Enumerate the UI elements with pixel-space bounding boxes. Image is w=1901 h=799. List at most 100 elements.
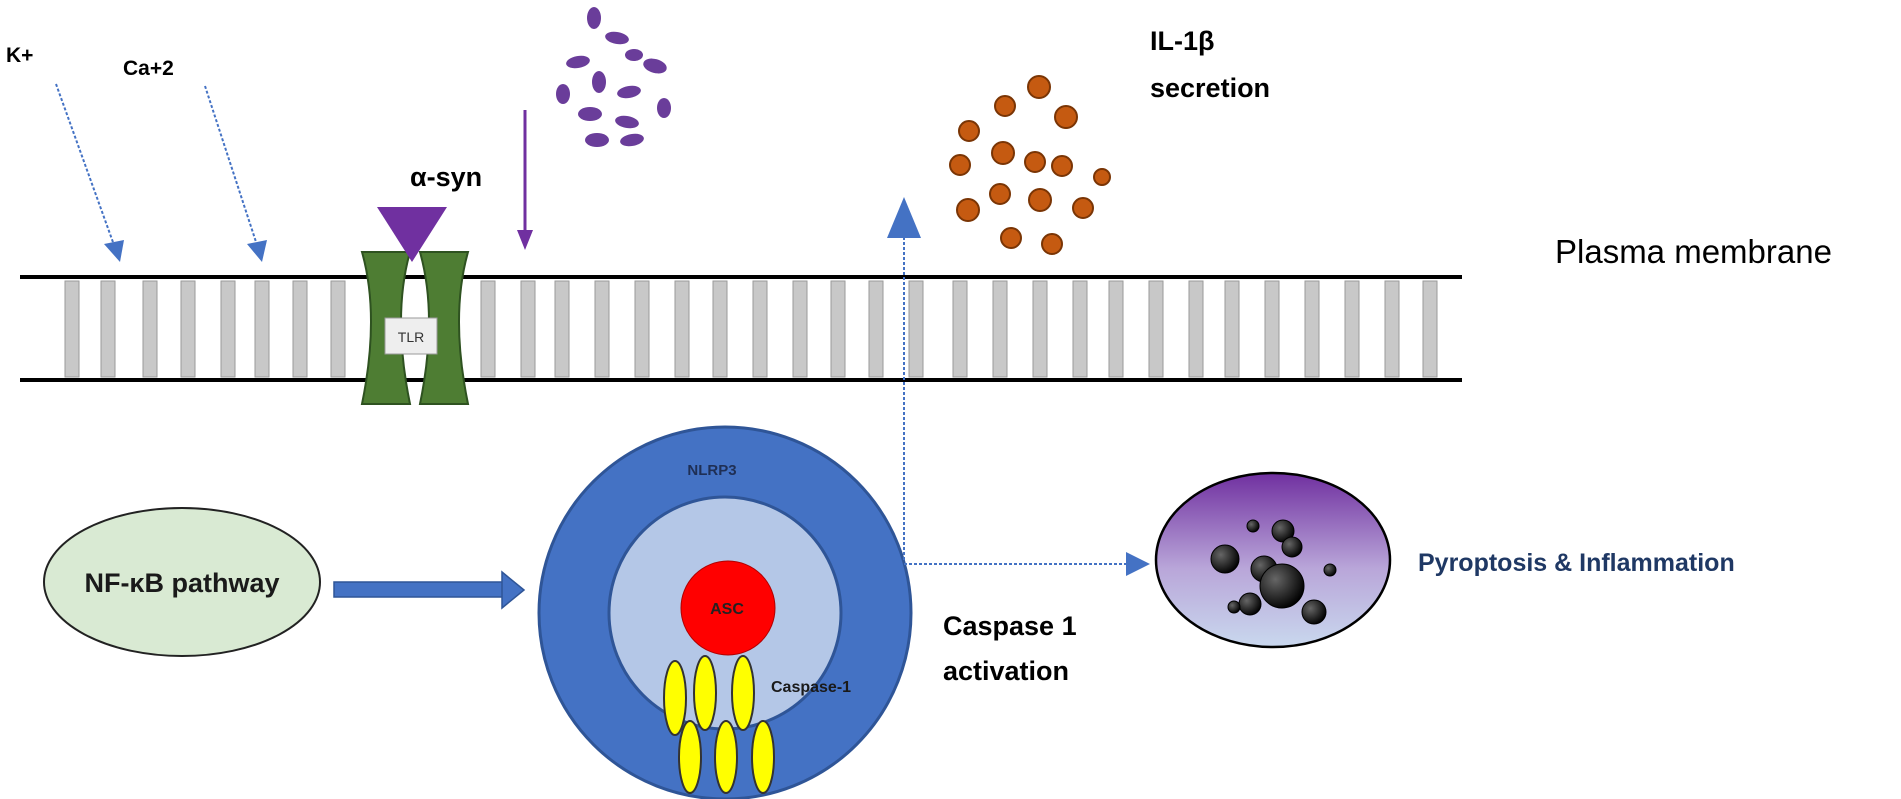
phospholipid [1188,280,1204,378]
caspase-to-pyroptosis-arrow [904,552,1150,576]
phospholipid [1422,280,1438,378]
phospholipid [254,280,270,378]
il1b-label-line1: IL-1β [1150,26,1214,56]
il1b-particle [991,141,1015,165]
nlrp3-label: NLRP3 [687,462,736,479]
phospholipid [520,280,536,378]
il1b-particle [989,183,1011,205]
il1b-particle [994,95,1016,117]
tlr-label-box [384,317,438,355]
il1b-particle [1028,188,1052,212]
debris-particle [1238,592,1262,616]
il1b-particle [1027,75,1051,99]
phospholipid [792,280,808,378]
phospholipid [330,280,346,378]
phospholipid [674,280,690,378]
alpha-syn-particle [620,133,644,147]
pyroptosis-label: Pyroptosis & Inflammation [1418,549,1735,577]
phospholipid [1032,280,1048,378]
debris-particle [1227,600,1241,614]
phospholipid [1344,280,1360,378]
phospholipid [908,280,924,378]
nfkb-pathway-label: NF-κB pathway [84,568,279,598]
phospholipid [952,280,968,378]
caspase1-subunit [693,655,717,731]
alpha-syn-particle [605,31,629,45]
caspase1-subunit [678,720,702,794]
alpha-syn-particle [566,55,590,69]
phospholipid [64,280,80,378]
il1b-particle [1024,151,1046,173]
ca-ion-arrow [204,85,267,262]
debris-particle [1259,563,1305,609]
phospholipid [180,280,196,378]
alpha-syn-particle [617,85,641,99]
phospholipid [554,280,570,378]
tlr-label: TLR [398,329,424,345]
caspase-activation-label-line2: activation [943,656,1069,686]
debris-particle [1210,544,1240,574]
debris-particle [1323,563,1337,577]
alpha-syn-particle [643,58,667,74]
phospholipid [1264,280,1280,378]
il1b-particle [1051,155,1073,177]
plasma-membrane [20,275,1462,382]
plasma-membrane-label: Plasma membrane [1555,233,1832,270]
alpha-syn-particle [592,71,606,93]
caspase1-subunit [714,720,738,794]
ca-ion-label: Ca+2 [123,57,174,80]
alpha-syn-particle [657,98,671,118]
asc-circle [680,560,776,656]
caspase1-subunits [663,655,775,794]
phospholipid [594,280,610,378]
alpha-syn-particle [556,84,570,104]
membrane-phospholipids [64,280,1438,378]
alpha-syn-particle [615,115,639,129]
il1b-particle [956,198,980,222]
phospholipid [100,280,116,378]
caspase1-subunit [663,660,687,736]
alpha-syn-ligand-triangle [377,207,447,262]
phospholipid [1072,280,1088,378]
caspase-activation-label-line1: Caspase 1 [943,611,1077,641]
tlr-right-half [418,251,470,405]
phospholipid [1304,280,1320,378]
phospholipid [634,280,650,378]
cell-debris-particles [1210,519,1337,625]
il1b-particle [1041,233,1063,255]
phospholipid [752,280,768,378]
phospholipid [1148,280,1164,378]
nlrp3-inflammasome: NLRP3 ASC Caspase-1 [537,425,913,799]
nfkb-to-nlrp3-arrow [333,570,526,610]
alpha-syn-particle [585,133,609,147]
caspase1-label: Caspase-1 [771,679,851,696]
phospholipid [220,280,236,378]
il1b-particle [1093,168,1111,186]
debris-particle [1281,536,1303,558]
il1b-secretion-arrow [887,197,921,560]
alpha-syn-particle [587,7,601,29]
il1b-particles [949,75,1111,255]
debris-particle [1246,519,1260,533]
debris-particle [1301,599,1327,625]
k-ion-arrow [55,83,124,262]
caspase1-subunit [731,655,755,731]
phospholipid [480,280,496,378]
k-ion-label: K+ [6,44,33,67]
alpha-syn-aggregates [556,7,671,147]
phospholipid [868,280,884,378]
phospholipid [1224,280,1240,378]
phospholipid [142,280,158,378]
tlr-receptor: TLR [360,251,470,405]
nfkb-pathway-ellipse [43,507,321,657]
il1b-particle [1000,227,1022,249]
phospholipid [830,280,846,378]
il1b-particle [1054,105,1078,129]
alpha-syn-particle [625,49,643,61]
phospholipid [292,280,308,378]
phospholipid [1108,280,1124,378]
alpha-syn-arrow [517,110,533,250]
phospholipid [1384,280,1400,378]
il1b-label-line2: secretion [1150,73,1270,103]
